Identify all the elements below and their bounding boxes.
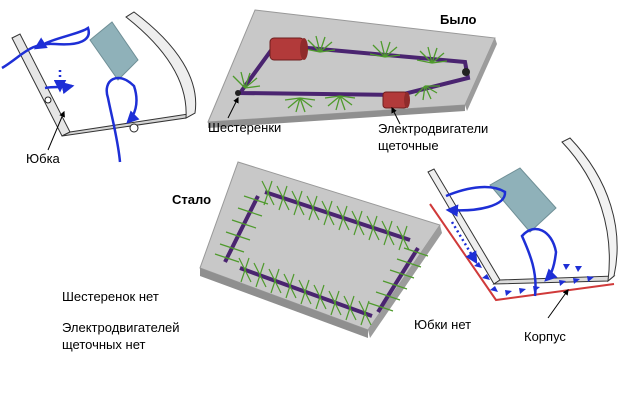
- airflow-exit: [44, 81, 75, 95]
- label-motors-line1: Электродвигатели: [378, 121, 489, 136]
- old-nozzle-cross-section: [1, 11, 197, 163]
- old-plate-side: [208, 105, 465, 128]
- label-motors-line2: щеточные: [378, 138, 439, 153]
- new-filter-block: [489, 167, 557, 233]
- label-gears: Шестеренки: [208, 120, 282, 135]
- motor-top: [269, 37, 308, 61]
- new-plate-right-side: [368, 225, 442, 338]
- label-skirt: Юбка: [26, 151, 60, 166]
- skirt-pointer: [47, 110, 65, 151]
- new-brush-strip-right: [368, 246, 429, 314]
- label-after: Стало: [172, 192, 212, 207]
- new-nozzle-right-wall: [561, 137, 618, 283]
- label-body: Корпус: [524, 329, 566, 344]
- motor-bottom: [382, 91, 410, 109]
- gear-right: [462, 68, 470, 76]
- gear-left: [235, 90, 241, 96]
- nozzle-right-wall: [125, 11, 197, 119]
- nozzle-bottom: [61, 112, 196, 137]
- filter-block: [89, 21, 139, 81]
- hole-left: [44, 96, 52, 104]
- new-airflow-top: [445, 185, 507, 217]
- skirt-left-wall: [11, 33, 71, 137]
- new-brush-strip-bottom: [238, 257, 373, 326]
- body-pointer: [547, 289, 569, 319]
- label-no-gears: Шестеренок нет: [62, 289, 159, 304]
- airflow-lower: [105, 76, 140, 163]
- label-no-motors-line2: щеточных нет: [62, 337, 146, 352]
- new-brush-plate: [199, 161, 442, 338]
- old-plate-right-side: [465, 38, 497, 111]
- old-brush-tufts: [232, 35, 448, 113]
- new-plate-side: [200, 268, 368, 338]
- label-before: Было: [440, 12, 477, 27]
- edge-inflow-arrows: [474, 262, 594, 296]
- old-brush-plate: [207, 9, 497, 128]
- motors-pointer: [391, 106, 401, 125]
- new-brush-strip-left: [214, 195, 269, 263]
- new-nozzle-bottom: [492, 275, 616, 285]
- new-airflow-main: [520, 227, 558, 297]
- label-no-skirt: Юбки нет: [414, 317, 472, 332]
- airflow-top: [1, 25, 90, 70]
- gears-pointer: [227, 96, 239, 119]
- new-plate-top: [199, 161, 441, 331]
- new-brush-strip-top: [261, 180, 411, 251]
- hole-bottom: [129, 123, 139, 133]
- body-edge: [429, 203, 615, 302]
- label-no-motors-line1: Электродвигателей: [62, 320, 180, 335]
- new-nozzle-cross-section: [427, 137, 618, 302]
